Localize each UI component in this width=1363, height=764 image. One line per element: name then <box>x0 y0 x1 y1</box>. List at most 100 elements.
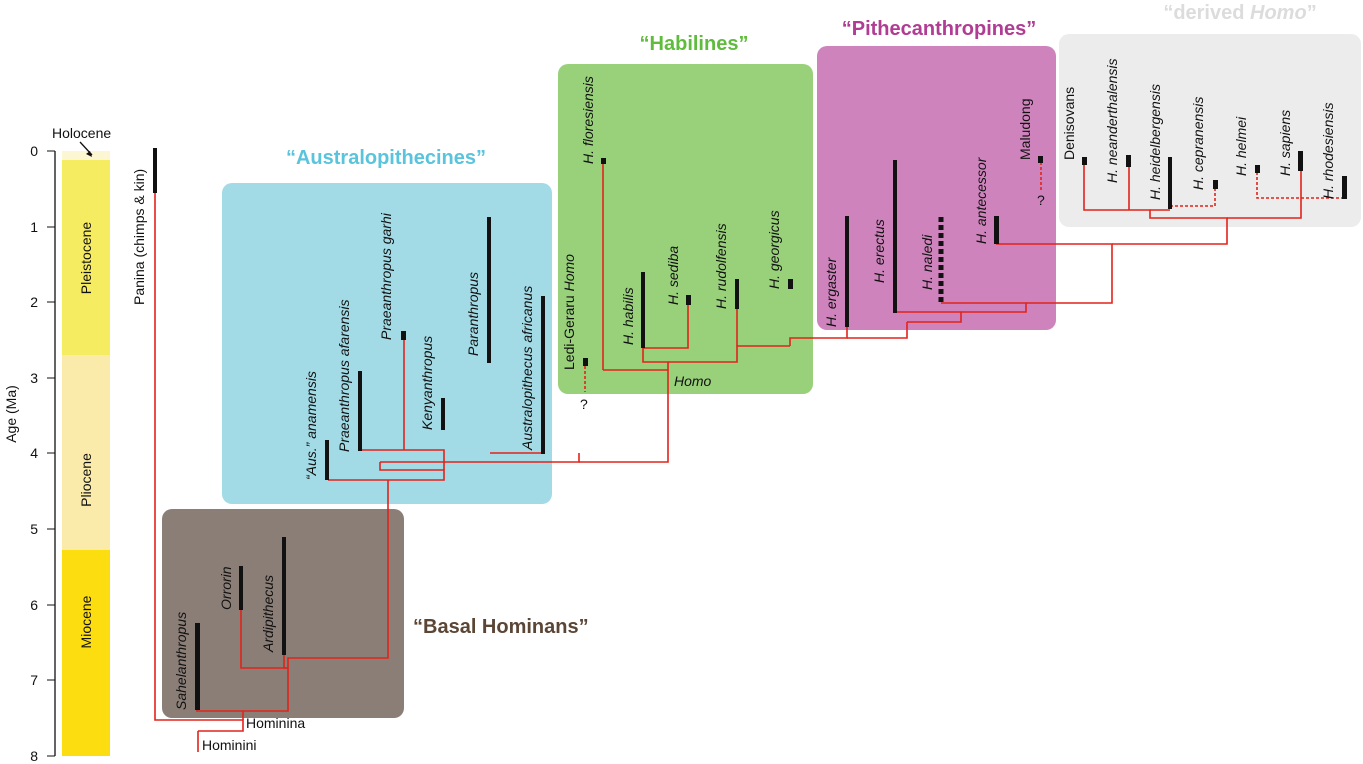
pithecanthropines-box <box>817 46 1056 330</box>
label-maludong: Maludong <box>1017 99 1033 161</box>
label-paranthropus: Paranthropus <box>465 272 481 356</box>
range-ardipithecus <box>282 537 286 655</box>
tick-label: 3 <box>30 370 38 386</box>
label-ardipithecus: Ardipithecus <box>260 575 276 653</box>
range-erectus <box>893 160 897 313</box>
branch-cepranensis-dotted <box>1170 188 1216 207</box>
range-orrorin <box>239 566 243 610</box>
label-ledi-geraru: Ledi-Geraru Homo <box>561 254 577 370</box>
pliocene-band <box>62 355 110 550</box>
label-heidelbergensis: H. heidelbergensis <box>1147 84 1163 200</box>
label-sapiens: H. sapiens <box>1277 110 1293 176</box>
pithecanthropines-title: “Pithecanthropines” <box>842 18 1036 40</box>
tick-label: 8 <box>30 748 38 764</box>
range-neanderthalensis <box>1126 155 1131 167</box>
pleistocene-label: Pleistocene <box>78 222 94 295</box>
holocene-label: Holocene <box>52 125 111 141</box>
pliocene-label: Pliocene <box>78 453 94 507</box>
derived-homo-title: “derived Homo” <box>1163 2 1316 24</box>
label-cepranensis: H. cepranensis <box>1190 97 1206 190</box>
branch-homo-node <box>579 370 669 463</box>
range-cepranensis <box>1213 180 1218 189</box>
label-rudolfensis: H. rudolfensis <box>713 223 729 309</box>
tick-label: 7 <box>30 672 38 688</box>
branch-derived-node <box>996 243 1113 304</box>
range-sediba <box>686 295 691 305</box>
branch-kenyanthropus-node <box>443 453 580 470</box>
holocene-band <box>62 151 110 160</box>
branch-afarensis-node <box>360 449 445 463</box>
range-maludong <box>1038 156 1043 163</box>
habilines-box <box>558 64 813 394</box>
range-ergaster <box>845 216 849 327</box>
holocene-arrowhead <box>86 151 92 157</box>
miocene-label: Miocene <box>78 595 94 648</box>
label-habilis: H. habilis <box>620 287 636 345</box>
label-orrorin: Orrorin <box>218 566 234 610</box>
label-hominini: Hominini <box>202 737 256 753</box>
range-paranthropus <box>487 217 491 363</box>
range-anamensis <box>325 440 329 480</box>
range-sapiens <box>1298 151 1303 171</box>
habilines-title: “Habilines” <box>640 33 749 55</box>
branch-homo-inner <box>603 305 689 371</box>
range-africanus <box>541 296 545 454</box>
range-rudolfensis <box>735 279 739 309</box>
branch-georgicus <box>789 327 848 346</box>
label-anamensis: “Aus.” anamensis <box>303 371 319 480</box>
range-kenyanthropus <box>441 398 445 430</box>
age-axis-label: Age (Ma) <box>3 385 19 443</box>
label-maludong-question: ? <box>1037 192 1045 208</box>
uncertain-branches <box>584 162 1344 392</box>
branch-sediba-node <box>668 345 790 363</box>
label-panina: Panina (chimps & kin) <box>131 169 147 305</box>
range-denisovans <box>1082 157 1087 165</box>
pleistocene-band <box>62 160 110 355</box>
range-heidelbergensis <box>1168 157 1172 209</box>
label-ergaster: H. ergaster <box>823 256 839 327</box>
basal-hominans-title: “Basal Hominans” <box>413 616 589 638</box>
label-ledi-question: ? <box>580 396 588 412</box>
age-axis-ticks: 0 1 2 3 4 5 6 7 8 <box>30 143 55 764</box>
australopithecines-box <box>222 183 552 504</box>
range-afarensis <box>358 371 362 451</box>
branch-helmei-dotted <box>1256 172 1344 199</box>
label-erectus: H. erectus <box>871 219 887 283</box>
label-afarensis: Praeanthropus afarensis <box>336 299 352 452</box>
range-helmei <box>1255 165 1260 173</box>
range-floresiensis <box>601 158 606 164</box>
branch-naledi-node <box>941 302 1027 313</box>
tick-label: 0 <box>30 143 38 159</box>
label-homo-node: Homo <box>674 373 712 389</box>
tick-label: 2 <box>30 294 38 310</box>
label-hominina: Hominina <box>246 715 305 731</box>
taxon-ranges <box>153 148 1347 710</box>
label-africanus: Australopithecus africanus <box>519 286 535 451</box>
range-rhodesiensis <box>1342 176 1347 199</box>
branch-ergaster-node <box>847 322 908 339</box>
range-ledi <box>583 358 588 366</box>
branch-ardi-node <box>283 655 288 669</box>
tick-label: 6 <box>30 597 38 613</box>
tick-label: 5 <box>30 521 38 537</box>
branch-erectus-node <box>895 311 962 323</box>
label-denisovans: Denisovans <box>1061 87 1077 160</box>
branch-sapiens-node <box>1227 170 1302 219</box>
label-kenyanthropus: Kenyanthropus <box>419 336 435 430</box>
label-garhi: Praeanthropus garhi <box>378 212 394 340</box>
branch-to-australos <box>287 480 389 668</box>
label-antecessor: H. antecessor <box>973 156 989 244</box>
australopithecines-title: “Australopithecines” <box>286 147 486 169</box>
label-sahelanthropus: Sahelanthropus <box>173 612 189 710</box>
branch-later-homo <box>1083 165 1228 245</box>
range-georgicus <box>788 279 793 289</box>
label-neanderthalensis: H. neanderthalensis <box>1104 58 1120 183</box>
range-antecessor <box>994 216 999 244</box>
range-garhi <box>401 331 406 340</box>
range-habilis <box>641 272 645 348</box>
tick-label: 4 <box>30 445 38 461</box>
label-georgicus: H. georgicus <box>766 210 782 289</box>
range-panina <box>153 148 157 193</box>
range-sahelanthropus <box>195 623 200 710</box>
